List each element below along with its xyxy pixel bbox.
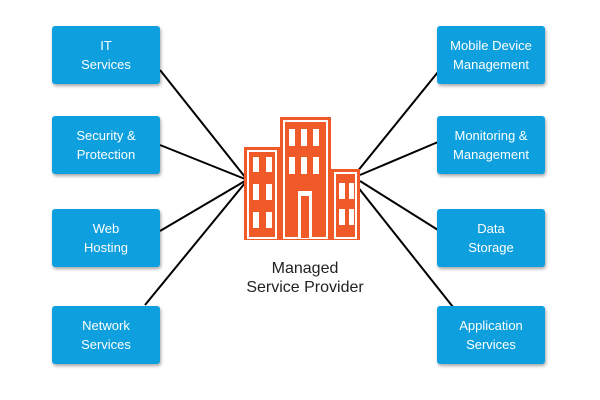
- service-label-line2: Services: [81, 57, 131, 72]
- service-label-line1: Mobile Device: [450, 38, 532, 53]
- service-data-storage: Data Storage: [437, 209, 545, 267]
- service-label-line1: Data: [477, 221, 505, 236]
- service-label-line2: Hosting: [83, 240, 129, 255]
- service-label-line1: Web: [92, 221, 120, 236]
- service-label-line2: Management: [453, 147, 529, 162]
- connector-data-storage: [359, 180, 439, 231]
- service-network-services: Network Services: [52, 306, 160, 364]
- service-application-services: Application Services: [437, 306, 545, 364]
- hub-label-line1: Managed: [271, 260, 339, 277]
- connector-security-protection: [159, 144, 246, 180]
- service-label-line1: Network: [82, 318, 130, 333]
- hub-label-line2: Service Provider: [246, 279, 364, 296]
- service-label-line2: Services: [81, 337, 131, 352]
- building-icon: [244, 117, 360, 240]
- service-label-line1: Security &: [76, 128, 136, 143]
- service-security-protection: Security & Protection: [52, 116, 160, 174]
- service-web-hosting: Web Hosting: [52, 209, 160, 267]
- service-label-line2: Storage: [468, 240, 514, 255]
- service-label-line1: IT: [100, 38, 112, 53]
- connector-lines: [144, 69, 454, 308]
- hub-label: Managed Service Provider: [220, 259, 390, 297]
- service-label-line1: Monitoring &: [454, 128, 528, 143]
- connector-application-services: [356, 185, 454, 308]
- service-mobile-device-management: Mobile Device Management: [437, 26, 545, 84]
- connector-web-hosting: [159, 180, 246, 232]
- service-label-line2: Protection: [76, 147, 136, 162]
- service-label-line1: Application: [459, 318, 523, 333]
- connector-it-services: [159, 69, 246, 178]
- service-monitoring-management: Monitoring & Management: [437, 116, 545, 174]
- service-it-services: IT Services: [52, 26, 160, 84]
- service-label-line2: Management: [453, 57, 529, 72]
- service-label-line2: Services: [466, 337, 516, 352]
- connector-mobile-device-management: [356, 71, 439, 173]
- connector-network-services: [144, 182, 246, 306]
- connector-monitoring-management: [359, 141, 439, 176]
